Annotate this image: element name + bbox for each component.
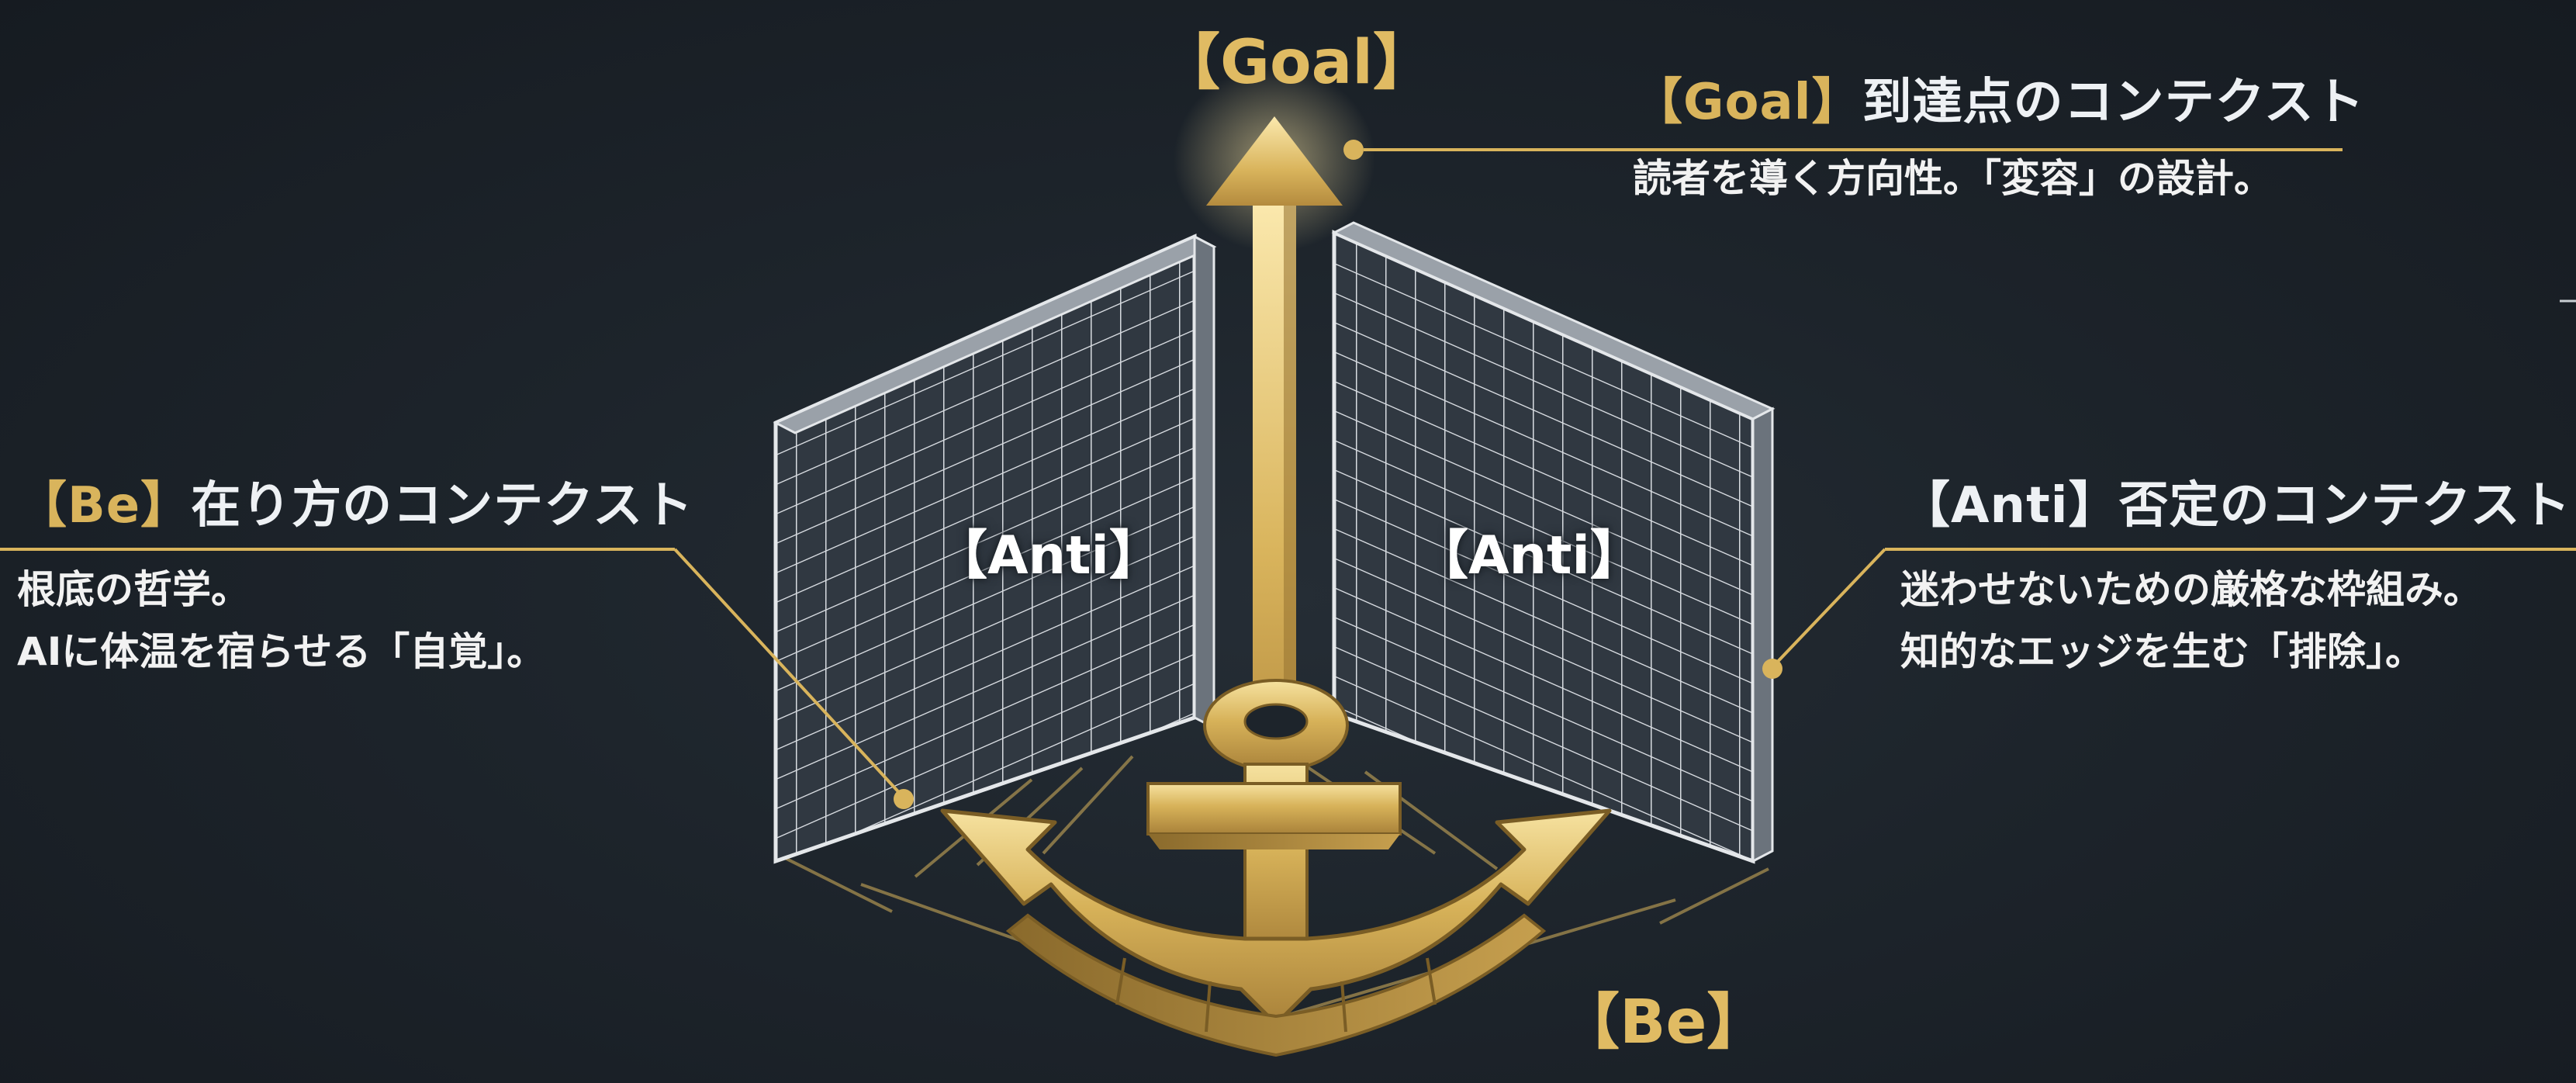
- be-title: 在り方のコンテクスト: [191, 477, 694, 535]
- goal-title: 到達点のコンテクスト: [1862, 74, 2365, 131]
- goal-callout: 【Goal】到達点のコンテクスト 読者を導く方向性。「変容」の設計。: [1633, 62, 2365, 209]
- anti-callout: 【Anti】否定のコンテクスト 迷わせないための厳格な枠組み。 知的なエッジを生…: [1900, 465, 2571, 683]
- be-callout: 【Be】在り方のコンテクスト 根底の哲学。 AIに体温を宿らせる「自覚」。: [17, 465, 693, 683]
- be-line-1: 根底の哲学。: [17, 567, 250, 612]
- be-tag: 【Be】: [17, 477, 192, 535]
- grid-wall-right: [1331, 221, 1776, 864]
- anti-heading: 【Anti】否定のコンテクスト: [1900, 465, 2571, 537]
- goal-heading: 【Goal】到達点のコンテクスト: [1633, 62, 2365, 133]
- goal-tag: 【Goal】: [1633, 74, 1862, 131]
- leader-line-goal: [1343, 140, 2343, 160]
- be-heading: 【Be】在り方のコンテクスト: [17, 465, 693, 537]
- anti-title: 否定のコンテクスト: [2118, 477, 2571, 535]
- grid-wall-left: [773, 234, 1217, 864]
- anti-right-label: 【Anti】: [1416, 525, 1643, 586]
- anti-left-label: 【Anti】: [935, 525, 1162, 586]
- anti-tag: 【Anti】: [1900, 477, 2119, 535]
- goal-axis-label: 【Goal】: [1160, 28, 1433, 98]
- goal-line-1: 読者を導く方向性。「変容」の設計。: [1633, 156, 2273, 201]
- anchor-icon: [940, 679, 1612, 1057]
- arrow-up-icon: [1174, 66, 1375, 787]
- be-line-2: AIに体温を宿らせる「自覚」。: [17, 629, 546, 674]
- leader-line-be: [0, 548, 914, 809]
- anti-line-1: 迷わせないための厳格な枠組み。: [1900, 567, 2482, 612]
- be-axis-label: 【Be】: [1559, 988, 1768, 1057]
- leader-line-anti: [1762, 548, 2576, 679]
- anti-line-2: 知的なエッジを生む「排除」。: [1900, 629, 2424, 674]
